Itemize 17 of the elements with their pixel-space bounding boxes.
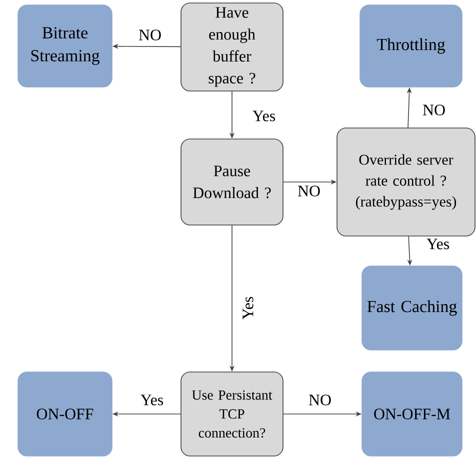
edge-label: Yes	[242, 295, 254, 321]
edge-label: Yes	[251, 110, 277, 122]
outcome-box: ON-OFF-M	[362, 372, 462, 456]
outcome-box: Fast Caching	[362, 266, 462, 350]
edge-label: NO	[296, 184, 322, 198]
decision-box: Have enough buffer space ?	[180, 2, 284, 92]
outcome-box: ON-OFF	[18, 372, 112, 456]
edge-label: NO	[422, 104, 447, 116]
outcome-box: Throttling	[360, 4, 462, 88]
outcome-box: Bitrate Streaming	[18, 4, 112, 88]
decision-box: Pause Download ?	[180, 138, 284, 226]
decision-box: Use Persistant TCP connection?	[180, 372, 284, 456]
decision-box: Override server rate control ? (ratebypass=yes)	[336, 128, 476, 236]
edge-label: Yes	[139, 394, 165, 406]
edge-label: NO	[308, 394, 333, 406]
edge-label: NO	[138, 28, 162, 42]
edge-label: Yes	[425, 238, 451, 250]
